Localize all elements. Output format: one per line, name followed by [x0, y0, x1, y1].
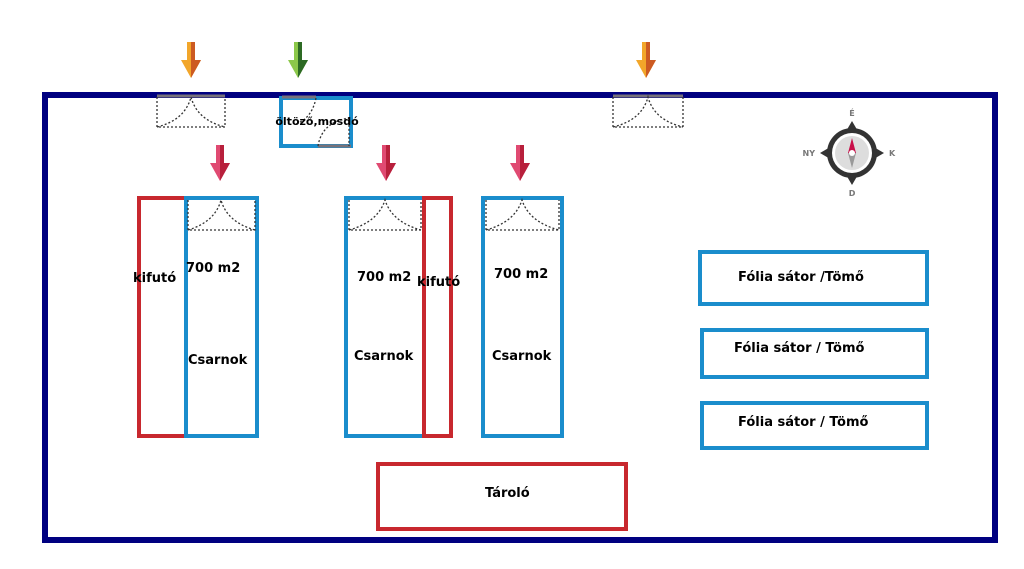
tent-label: Fólia sátor /Tömő — [738, 270, 864, 285]
compass-east: K — [889, 149, 896, 158]
hall-area: 700 m2 — [494, 267, 548, 282]
hall-2: 700 m2 kifutó Csarnok — [344, 196, 460, 438]
dressing-room-label: öltöző,mosdó — [275, 115, 359, 128]
tent-label: Fólia sátor / Tömő — [734, 341, 864, 356]
hall-area: 700 m2 — [186, 261, 240, 276]
tent-3: Fólia sátor / Tömő — [700, 401, 929, 450]
hall-1: kifutó 700 m2 Csarnok — [133, 196, 259, 438]
storage-label: Tároló — [485, 486, 530, 501]
dressing-room: öltöző,mosdó — [275, 95, 359, 148]
staff-entry-arrow-icon — [288, 42, 308, 78]
hall-area: 700 m2 — [357, 270, 411, 285]
tent-label: Fólia sátor / Tömő — [738, 415, 868, 430]
hall-3: 700 m2 Csarnok — [481, 196, 564, 438]
run-label: kifutó — [133, 271, 176, 286]
hall-entry-arrow-icon — [210, 145, 230, 181]
entry-arrow-icon — [636, 42, 656, 78]
compass-icon: É D K NY — [803, 107, 897, 198]
tent-1: Fólia sátor /Tömő — [698, 250, 929, 306]
gate-door — [156, 94, 226, 128]
hall-name: Csarnok — [354, 349, 414, 364]
compass-north: É — [849, 107, 854, 118]
run-area — [137, 196, 188, 438]
site-boundary — [42, 92, 998, 543]
hall-entry-arrow-icon — [510, 145, 530, 181]
hall-name: Csarnok — [492, 349, 552, 364]
gate-door — [612, 94, 684, 128]
entry-arrow-icon — [181, 42, 201, 78]
storage: Tároló — [376, 462, 628, 531]
compass-west: NY — [803, 149, 816, 158]
compass-south: D — [849, 189, 856, 198]
hall-name: Csarnok — [188, 353, 248, 368]
run-area — [422, 196, 453, 438]
run-label: kifutó — [417, 275, 460, 290]
hall-entry-arrow-icon — [376, 145, 396, 181]
tent-2: Fólia sátor / Tömő — [700, 328, 929, 379]
